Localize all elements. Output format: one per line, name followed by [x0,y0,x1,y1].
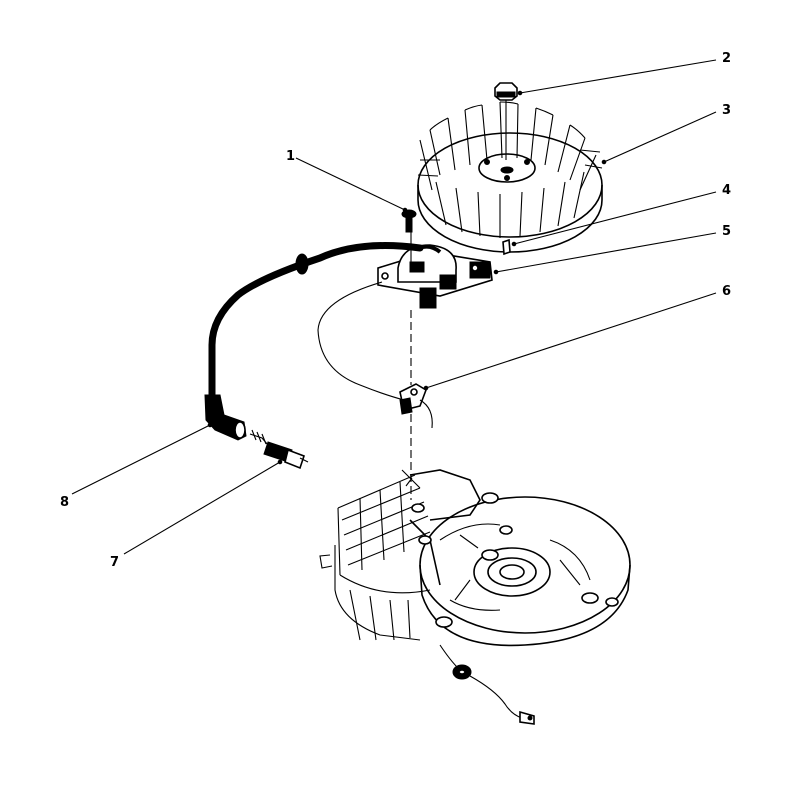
callout-labels: 1 2 3 4 5 6 7 8 [60,51,731,570]
flywheel[interactable] [417,101,603,253]
screw[interactable] [401,209,417,233]
key[interactable] [502,238,511,256]
callout-2: 2 [722,51,731,66]
callout-1: 1 [286,149,295,164]
callout-4: 4 [722,183,731,198]
ignition-module[interactable] [377,232,493,309]
stop-wire [439,644,535,725]
callout-3: 3 [722,103,731,118]
engine-block [319,469,631,647]
callout-8: 8 [60,495,69,510]
nut[interactable] [494,82,518,160]
spark-plug[interactable] [249,429,309,470]
callout-6: 6 [722,284,731,299]
spark-plug-wire [208,242,442,404]
ground-wire [317,281,405,401]
callout-7: 7 [110,555,119,570]
callout-5: 5 [722,224,731,239]
callout-leaders [71,59,717,555]
spark-plug-boot[interactable] [204,394,247,441]
wire-clip[interactable] [399,310,433,500]
